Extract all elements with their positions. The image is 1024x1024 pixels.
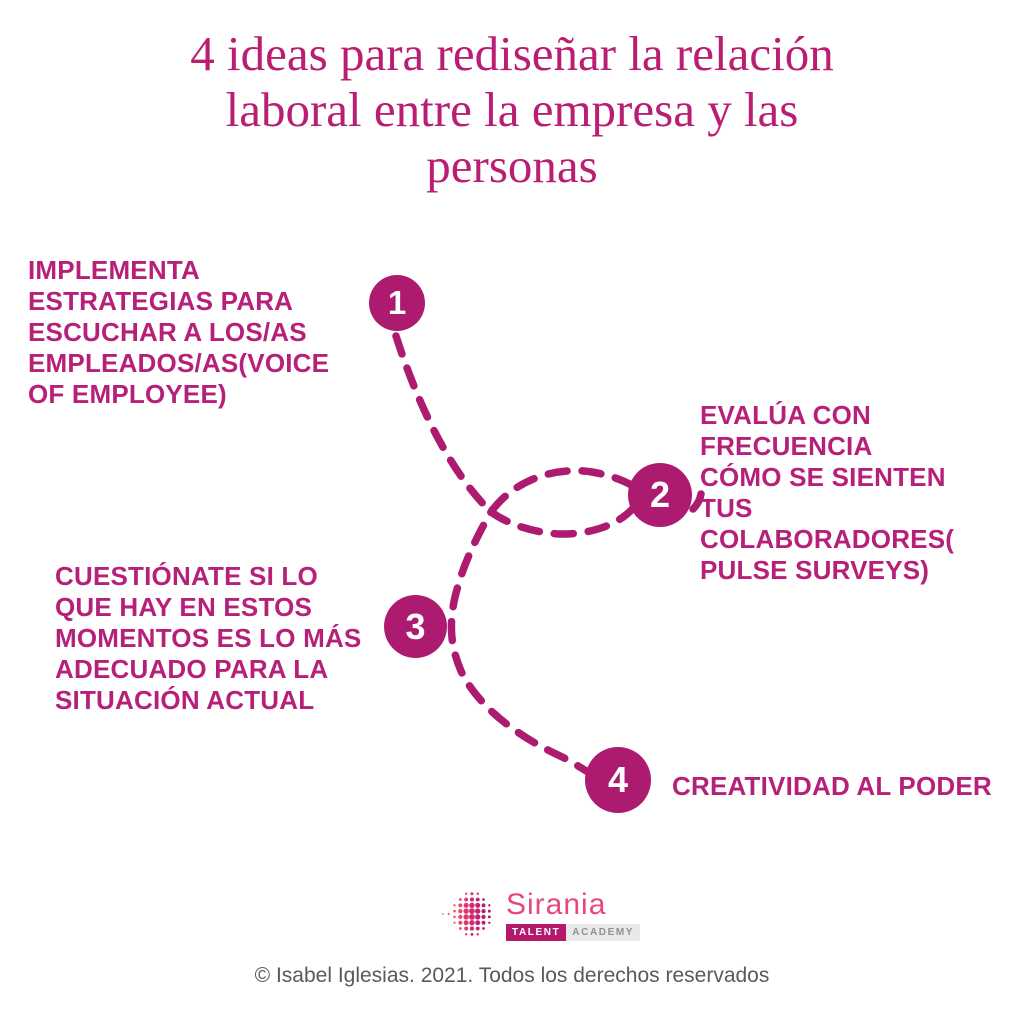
step-1-label: IMPLEMENTA ESTRATEGIAS PARA ESCUCHAR A L… <box>28 255 330 409</box>
step-1-circle: 1 <box>369 275 425 331</box>
step-4-number: 4 <box>607 759 629 800</box>
brand-logo: Sirania TALENT ACADEMY <box>441 886 641 944</box>
step-2-number: 2 <box>649 474 671 515</box>
step-2-label: EVALÚA CON FRECUENCIA CÓMO SE SIENTEN TU… <box>700 400 955 585</box>
brand-badges: TALENT ACADEMY <box>506 924 641 941</box>
copyright-text: © Isabel Iglesias. 2021. Todos los derec… <box>254 964 770 987</box>
page-title: 4 ideas para rediseñar la relación labor… <box>190 26 834 193</box>
brand-wordmark: Sirania <box>506 888 607 921</box>
step-4-label: CREATIVIDAD AL PODER <box>672 771 992 801</box>
dotted-sphere-icon <box>441 892 491 936</box>
step-3-circle: 3 <box>384 595 447 658</box>
step-1-number: 1 <box>387 284 407 321</box>
step-2-circle: 2 <box>628 463 692 527</box>
step-4-circle: 4 <box>585 747 651 813</box>
step-3-number: 3 <box>405 605 426 647</box>
step-3-label: CUESTIÓNATE SI LO QUE HAY EN ESTOS MOMEN… <box>55 561 362 715</box>
academy-badge: ACADEMY <box>566 924 641 941</box>
talent-badge: TALENT <box>506 924 567 941</box>
